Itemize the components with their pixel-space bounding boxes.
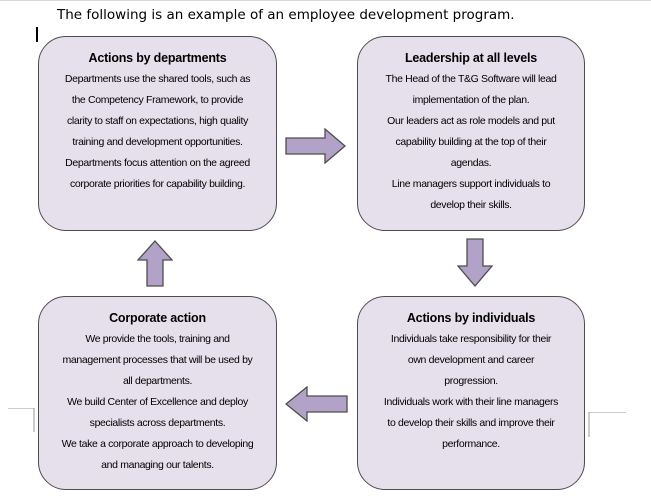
arrow-shape [285,128,347,164]
arrow-left-icon [285,386,348,422]
intro-text: The following is an example of an employ… [57,7,515,23]
box-title: Actions by departments [88,51,227,65]
page-top-border [0,0,651,1]
box-corporate-action: Corporate action We provide the tools, t… [38,296,277,490]
arrow-shape [457,238,493,288]
box-line: We take a corporate approach to developi… [61,438,254,450]
arrow-right-icon [285,128,347,164]
box-line: the Competency Framework, to provide [71,94,244,106]
box-line: corporate priorities for capability buil… [69,178,246,190]
box-leadership-at-all-levels: Leadership at all levels The Head of the… [357,36,585,231]
box-title: Leadership at all levels [404,51,538,65]
box-line: We provide the tools, training and [85,333,230,345]
box-line: training and development opportunities. [72,136,243,148]
margin-corner-mark-right [588,412,626,437]
box-line: Individuals work with their line manager… [383,396,559,408]
box-line: develop their skills. [430,199,512,211]
box-line: implementation of the plan. [412,94,530,106]
box-title: Actions by individuals [406,311,536,325]
box-line: and managing our talents. [101,459,214,471]
box-line: all departments. [122,375,193,387]
box-line: Line managers support individuals to [391,178,551,190]
box-line: Departments use the shared tools, such a… [64,73,251,85]
box-line: Our leaders act as role models and put [387,115,555,127]
box-line: Individuals take responsibility for thei… [390,333,552,345]
box-line: The Head of the T&G Software will lead [385,73,557,85]
box-title: Corporate action [109,311,206,325]
arrow-shape [137,240,173,287]
arrow-down-icon [457,238,493,288]
box-line: own development and career [407,354,535,366]
arrow-shape [285,386,348,422]
box-line: progression. [444,375,498,387]
box-line: capability building at the top of their [395,136,547,148]
box-line: agendas. [450,157,492,169]
arrow-up-icon [137,240,173,287]
box-line: performance. [442,438,500,450]
text-cursor [36,27,38,42]
margin-corner-mark-left [8,408,35,432]
box-actions-by-individuals: Actions by individuals Individuals take … [357,296,585,490]
box-actions-by-departments: Actions by departments Departments use t… [38,36,277,231]
box-line: management processes that will be used b… [62,354,253,366]
box-line: We build Center of Excellence and deploy [67,396,248,408]
box-line: specialists across departments. [89,417,226,429]
box-line: Departments focus attention on the agree… [65,157,250,169]
box-line: clarity to staff on expectations, high q… [67,115,248,127]
box-line: to develop their skills and improve thei… [387,417,555,429]
